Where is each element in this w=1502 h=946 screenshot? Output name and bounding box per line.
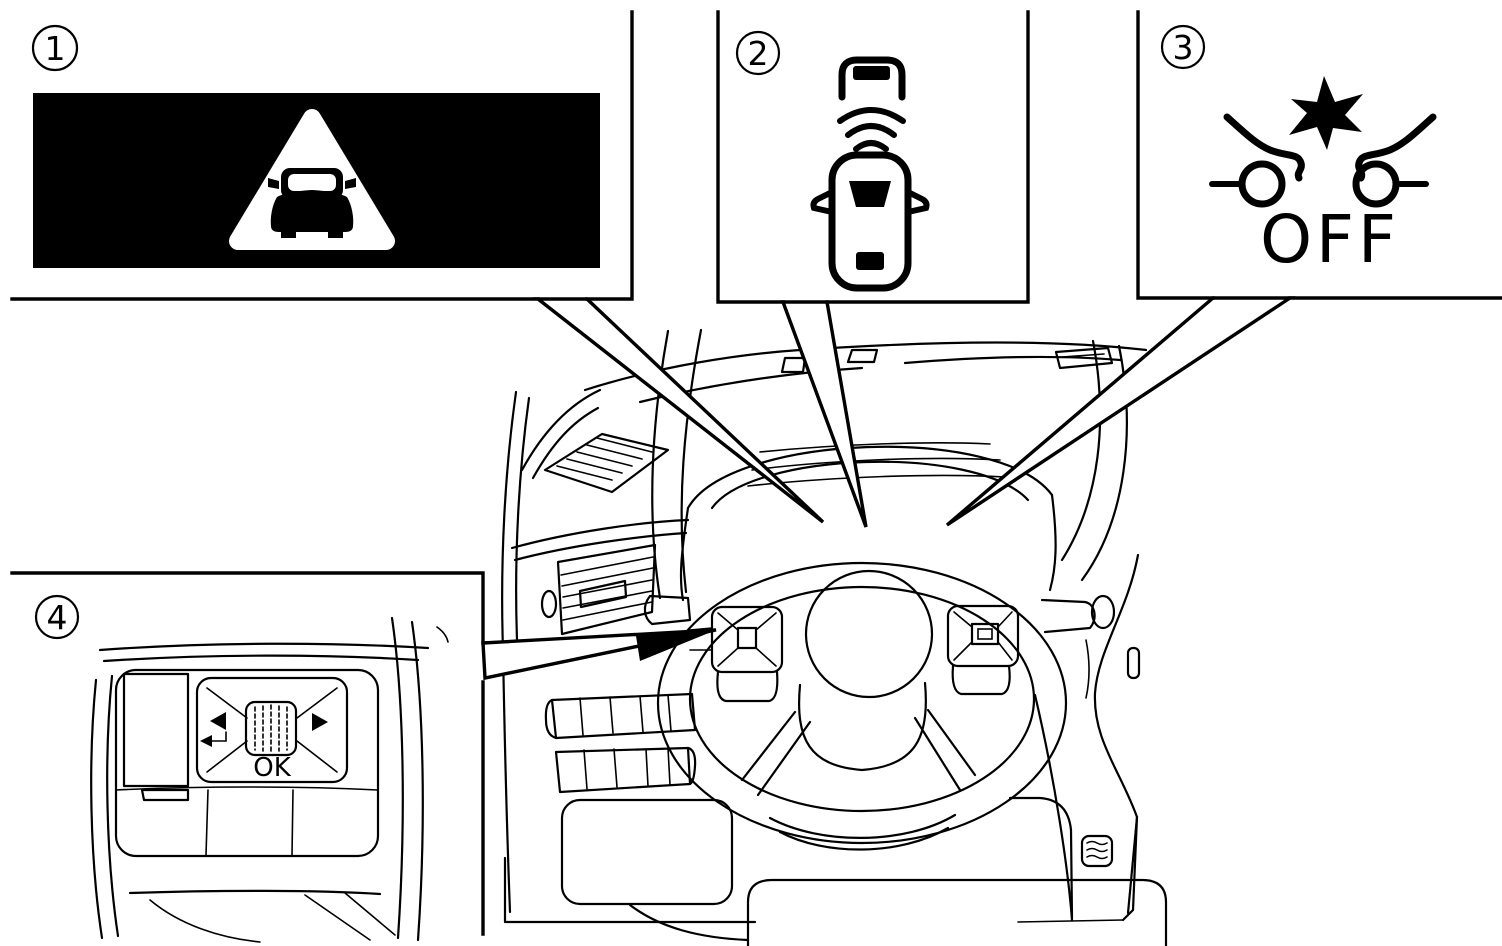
scroll-wheel bbox=[244, 700, 298, 757]
stalk-knob bbox=[1090, 594, 1116, 630]
lower-tray bbox=[746, 878, 1168, 946]
right-stalk bbox=[1040, 598, 1096, 634]
impact-star-icon bbox=[1289, 76, 1363, 150]
off-label: OFF bbox=[1260, 201, 1400, 278]
callout-number-circle bbox=[31, 24, 79, 72]
knee-panel bbox=[560, 798, 734, 906]
leader-box3 bbox=[945, 296, 1296, 527]
callout-leader-lines bbox=[481, 296, 1296, 681]
side-vent bbox=[540, 543, 657, 636]
callout-box1: 1 bbox=[31, 24, 600, 268]
callout-number: 2 bbox=[748, 34, 769, 73]
left-stalk bbox=[643, 594, 692, 626]
leader-box4-arrow-tip bbox=[636, 630, 716, 661]
car-silhouette bbox=[268, 168, 356, 238]
leader-box2 bbox=[780, 300, 868, 528]
left-arrow-icon bbox=[210, 712, 226, 730]
defroster-vent bbox=[543, 432, 670, 494]
lower-left-buttons bbox=[544, 692, 734, 906]
forward-collision-warning-display-icon bbox=[33, 93, 600, 268]
radar-detects-vehicle-ahead-icon bbox=[810, 56, 930, 292]
callout-box3: 3 OFF bbox=[1160, 24, 1437, 278]
callout-number: 3 bbox=[1173, 28, 1194, 67]
callout-box2: 2 bbox=[735, 30, 930, 292]
instrument-cluster bbox=[679, 442, 1057, 602]
ok-label: OK bbox=[253, 753, 291, 783]
collision-warning-system-off-icon: OFF bbox=[1209, 76, 1437, 278]
callout-number-circle bbox=[735, 30, 781, 76]
right-spoke-switch bbox=[946, 604, 1020, 696]
steering-wheel bbox=[656, 561, 1068, 851]
callout-number-circle bbox=[34, 594, 80, 640]
callout-box4: 4 bbox=[34, 594, 449, 943]
leader-box1 bbox=[533, 297, 825, 524]
back-arrow-icon bbox=[200, 731, 227, 747]
callout-number: 1 bbox=[45, 29, 66, 68]
callout-borders bbox=[10, 10, 1502, 936]
heater-grille-icon bbox=[1080, 834, 1114, 868]
callout-number: 4 bbox=[47, 598, 68, 637]
callout-number-circle bbox=[1160, 24, 1206, 70]
dashboard-illustration bbox=[501, 328, 1168, 946]
steering-hub bbox=[804, 569, 934, 699]
steering-wheel-scroll-switch-icon: OK bbox=[90, 616, 449, 943]
left-spoke-switch bbox=[689, 605, 784, 703]
right-arrow-icon bbox=[312, 713, 328, 731]
center-console-right bbox=[1008, 553, 1140, 922]
